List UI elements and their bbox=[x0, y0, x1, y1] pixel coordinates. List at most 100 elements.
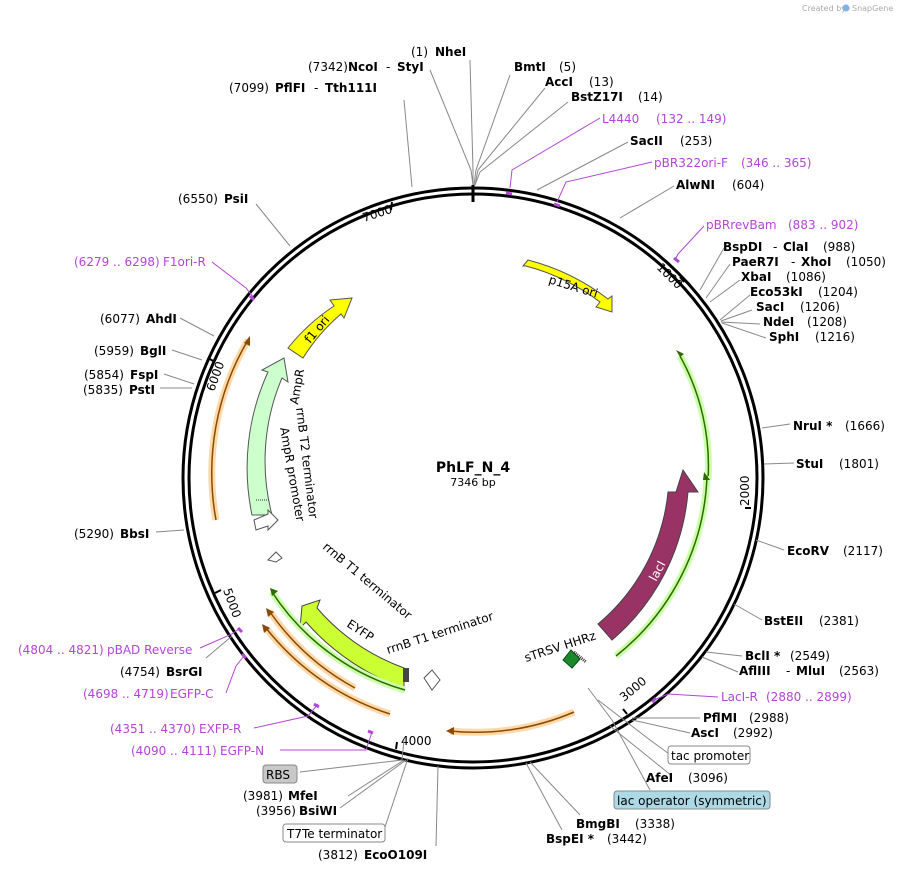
primer-mark-EGFP-N bbox=[367, 729, 374, 735]
site-AflIII-name: AflIII bbox=[739, 664, 771, 678]
site-BspDI-name: BspDI bbox=[723, 240, 762, 254]
leader-AscI bbox=[631, 719, 691, 734]
primer-LacI-R-pos: (2880 .. 2899) bbox=[766, 690, 852, 704]
leader-SphI bbox=[721, 322, 767, 339]
feature-orange-orfs-left bbox=[262, 608, 392, 718]
credit-app: SnapGene bbox=[852, 4, 893, 13]
site-MluI-name: MluI bbox=[796, 664, 825, 678]
site-StuI-pos: (1801) bbox=[839, 457, 879, 471]
site-NdeI-pos: (1208) bbox=[807, 315, 847, 329]
leader-SacI bbox=[720, 309, 753, 322]
leader-lines bbox=[155, 59, 795, 847]
site-PflFI-name: PflFI bbox=[275, 81, 305, 95]
primer-line-pBAD bbox=[199, 627, 241, 649]
leader-NdeI bbox=[720, 321, 761, 325]
strsv-label: sTRSV HHRz bbox=[523, 629, 598, 665]
primer-pBAD-pos: (4804 .. 4821) bbox=[18, 643, 104, 657]
leader-BbsI bbox=[155, 529, 185, 533]
tac-promoter-box bbox=[667, 745, 751, 765]
feature-laci[interactable]: lacI bbox=[597, 468, 699, 641]
primer-F1ori-R-pos: (6279 .. 6298) bbox=[74, 255, 160, 269]
rrnb-t1-arrow-a bbox=[267, 551, 283, 563]
primer-pBAD-name: pBAD Reverse bbox=[107, 643, 192, 657]
site-AscI-pos: (2992) bbox=[733, 726, 773, 740]
tick-mark-1000 bbox=[679, 276, 685, 283]
primer-LacI-R-name: LacI-R bbox=[721, 690, 758, 704]
site-XhoI-name: XhoI bbox=[801, 255, 832, 269]
green-orf-bottom-line bbox=[615, 475, 708, 657]
site-EcoO109I-name: EcoO109I bbox=[364, 848, 427, 862]
rrnb-t1-b-hatch bbox=[403, 668, 409, 682]
leader-EcoRV bbox=[755, 539, 785, 551]
site-BbsI-name: BbsI bbox=[120, 527, 149, 541]
primer-pBRrevBam-name: pBRrevBam bbox=[706, 218, 777, 232]
primer-line-LacI-R bbox=[653, 693, 719, 701]
backbone bbox=[181, 185, 765, 770]
primer-line-EGFP-C bbox=[225, 655, 245, 694]
feature-strsv-hhrz[interactable]: sTRSV HHRz bbox=[523, 629, 598, 669]
leader-BstEII bbox=[733, 603, 763, 621]
tick-1000: 1000 bbox=[654, 260, 685, 291]
leader-PsiI bbox=[255, 203, 291, 247]
site-FspI-name: FspI bbox=[130, 368, 158, 382]
leader-BmtI bbox=[473, 74, 511, 186]
site-NruI-pos: (1666) bbox=[845, 419, 885, 433]
site-AccI-pos: (13) bbox=[589, 75, 614, 89]
site-BmgBI-name: BmgBI bbox=[576, 817, 620, 831]
site-MfeI-pos: (3981) bbox=[243, 789, 283, 803]
primer-line-EGFP-N bbox=[280, 731, 373, 751]
feature-green-orf-left bbox=[269, 588, 406, 694]
site-BclI-name: BclI * bbox=[745, 649, 781, 663]
tick-7000: 7000 bbox=[361, 202, 394, 225]
green-orf-top-line bbox=[679, 355, 710, 481]
tick-mark-5000 bbox=[214, 589, 222, 594]
lac-operator-box bbox=[613, 790, 771, 810]
site-BglI-pos: (5959) bbox=[94, 344, 134, 358]
orange-orf-left1-arrowhead bbox=[266, 608, 274, 617]
leader-AlwNI bbox=[619, 185, 675, 219]
feature-ampr[interactable]: AmpR AmpR promoter rrnB T2 terminator bbox=[246, 357, 321, 563]
site-BspEI-name: BspEI * bbox=[546, 832, 595, 846]
credit-created-by: Created by bbox=[802, 4, 846, 13]
site-AflIII-pos: (2563) bbox=[839, 664, 879, 678]
primer-pBR322ori-F-name: pBR322ori-F bbox=[654, 156, 728, 170]
tick-mark-7000 bbox=[390, 201, 393, 211]
site-Tth111I-name: Tth111I bbox=[325, 81, 377, 95]
site-PaeR7I-name: PaeR7I bbox=[732, 255, 779, 269]
primer-mark-pBRrevBam bbox=[673, 256, 680, 264]
site-PaeR7I-dash: - bbox=[791, 255, 795, 269]
rrnb-t1-label-a: rrnB T1 terminator bbox=[320, 540, 415, 623]
site-Eco53kI-name: Eco53kI bbox=[750, 285, 803, 299]
plasmid-name: PhLF_N_4 bbox=[436, 460, 510, 476]
leader-PflFI bbox=[403, 99, 413, 188]
leader-BmgBI bbox=[529, 761, 581, 816]
site-BclI-pos: (2549) bbox=[790, 649, 830, 663]
tick-2000: 2000 bbox=[738, 475, 752, 506]
orange-orf-bottom-line bbox=[449, 711, 575, 734]
leader-BsiWI bbox=[339, 759, 407, 809]
leader-SacII bbox=[536, 141, 629, 191]
primer-line-pBR322ori-F bbox=[556, 161, 653, 203]
primer-labels: L4440 (132 .. 149) pBR322ori-F (346 .. 3… bbox=[18, 112, 858, 758]
leader-NruI bbox=[761, 423, 791, 429]
feature-f1-ori[interactable]: f1 ori bbox=[287, 297, 353, 359]
site-PflFI-pos: (7099) bbox=[229, 81, 269, 95]
primer-EGFP-C-pos: (4698 .. 4719) bbox=[83, 687, 169, 701]
primer-EGFP-N-name: EGFP-N bbox=[220, 744, 264, 758]
site-AccI-name: AccI bbox=[545, 75, 573, 89]
tick-mark-4000 bbox=[395, 741, 398, 750]
site-AflIII-dash: - bbox=[786, 664, 790, 678]
feature-p15a-ori[interactable]: p15A ori bbox=[521, 259, 613, 313]
site-SphI-name: SphI bbox=[769, 330, 799, 344]
site-NcoI-name: NcoI bbox=[348, 60, 378, 74]
site-SacII-pos: (253) bbox=[680, 134, 712, 148]
feature-orange-orf-bottom bbox=[446, 708, 576, 736]
primer-mark-pBAD bbox=[236, 626, 244, 634]
strsv-arrow bbox=[562, 649, 581, 669]
site-AfeI-name: AfeI bbox=[646, 771, 673, 785]
rbs-label: RBS bbox=[266, 768, 290, 782]
site-EcoO109I-pos: (3812) bbox=[318, 848, 358, 862]
site-NcoI-dash: - bbox=[386, 60, 390, 74]
strsv-hatch bbox=[573, 650, 587, 664]
primer-line-F1ori-R bbox=[211, 261, 255, 299]
